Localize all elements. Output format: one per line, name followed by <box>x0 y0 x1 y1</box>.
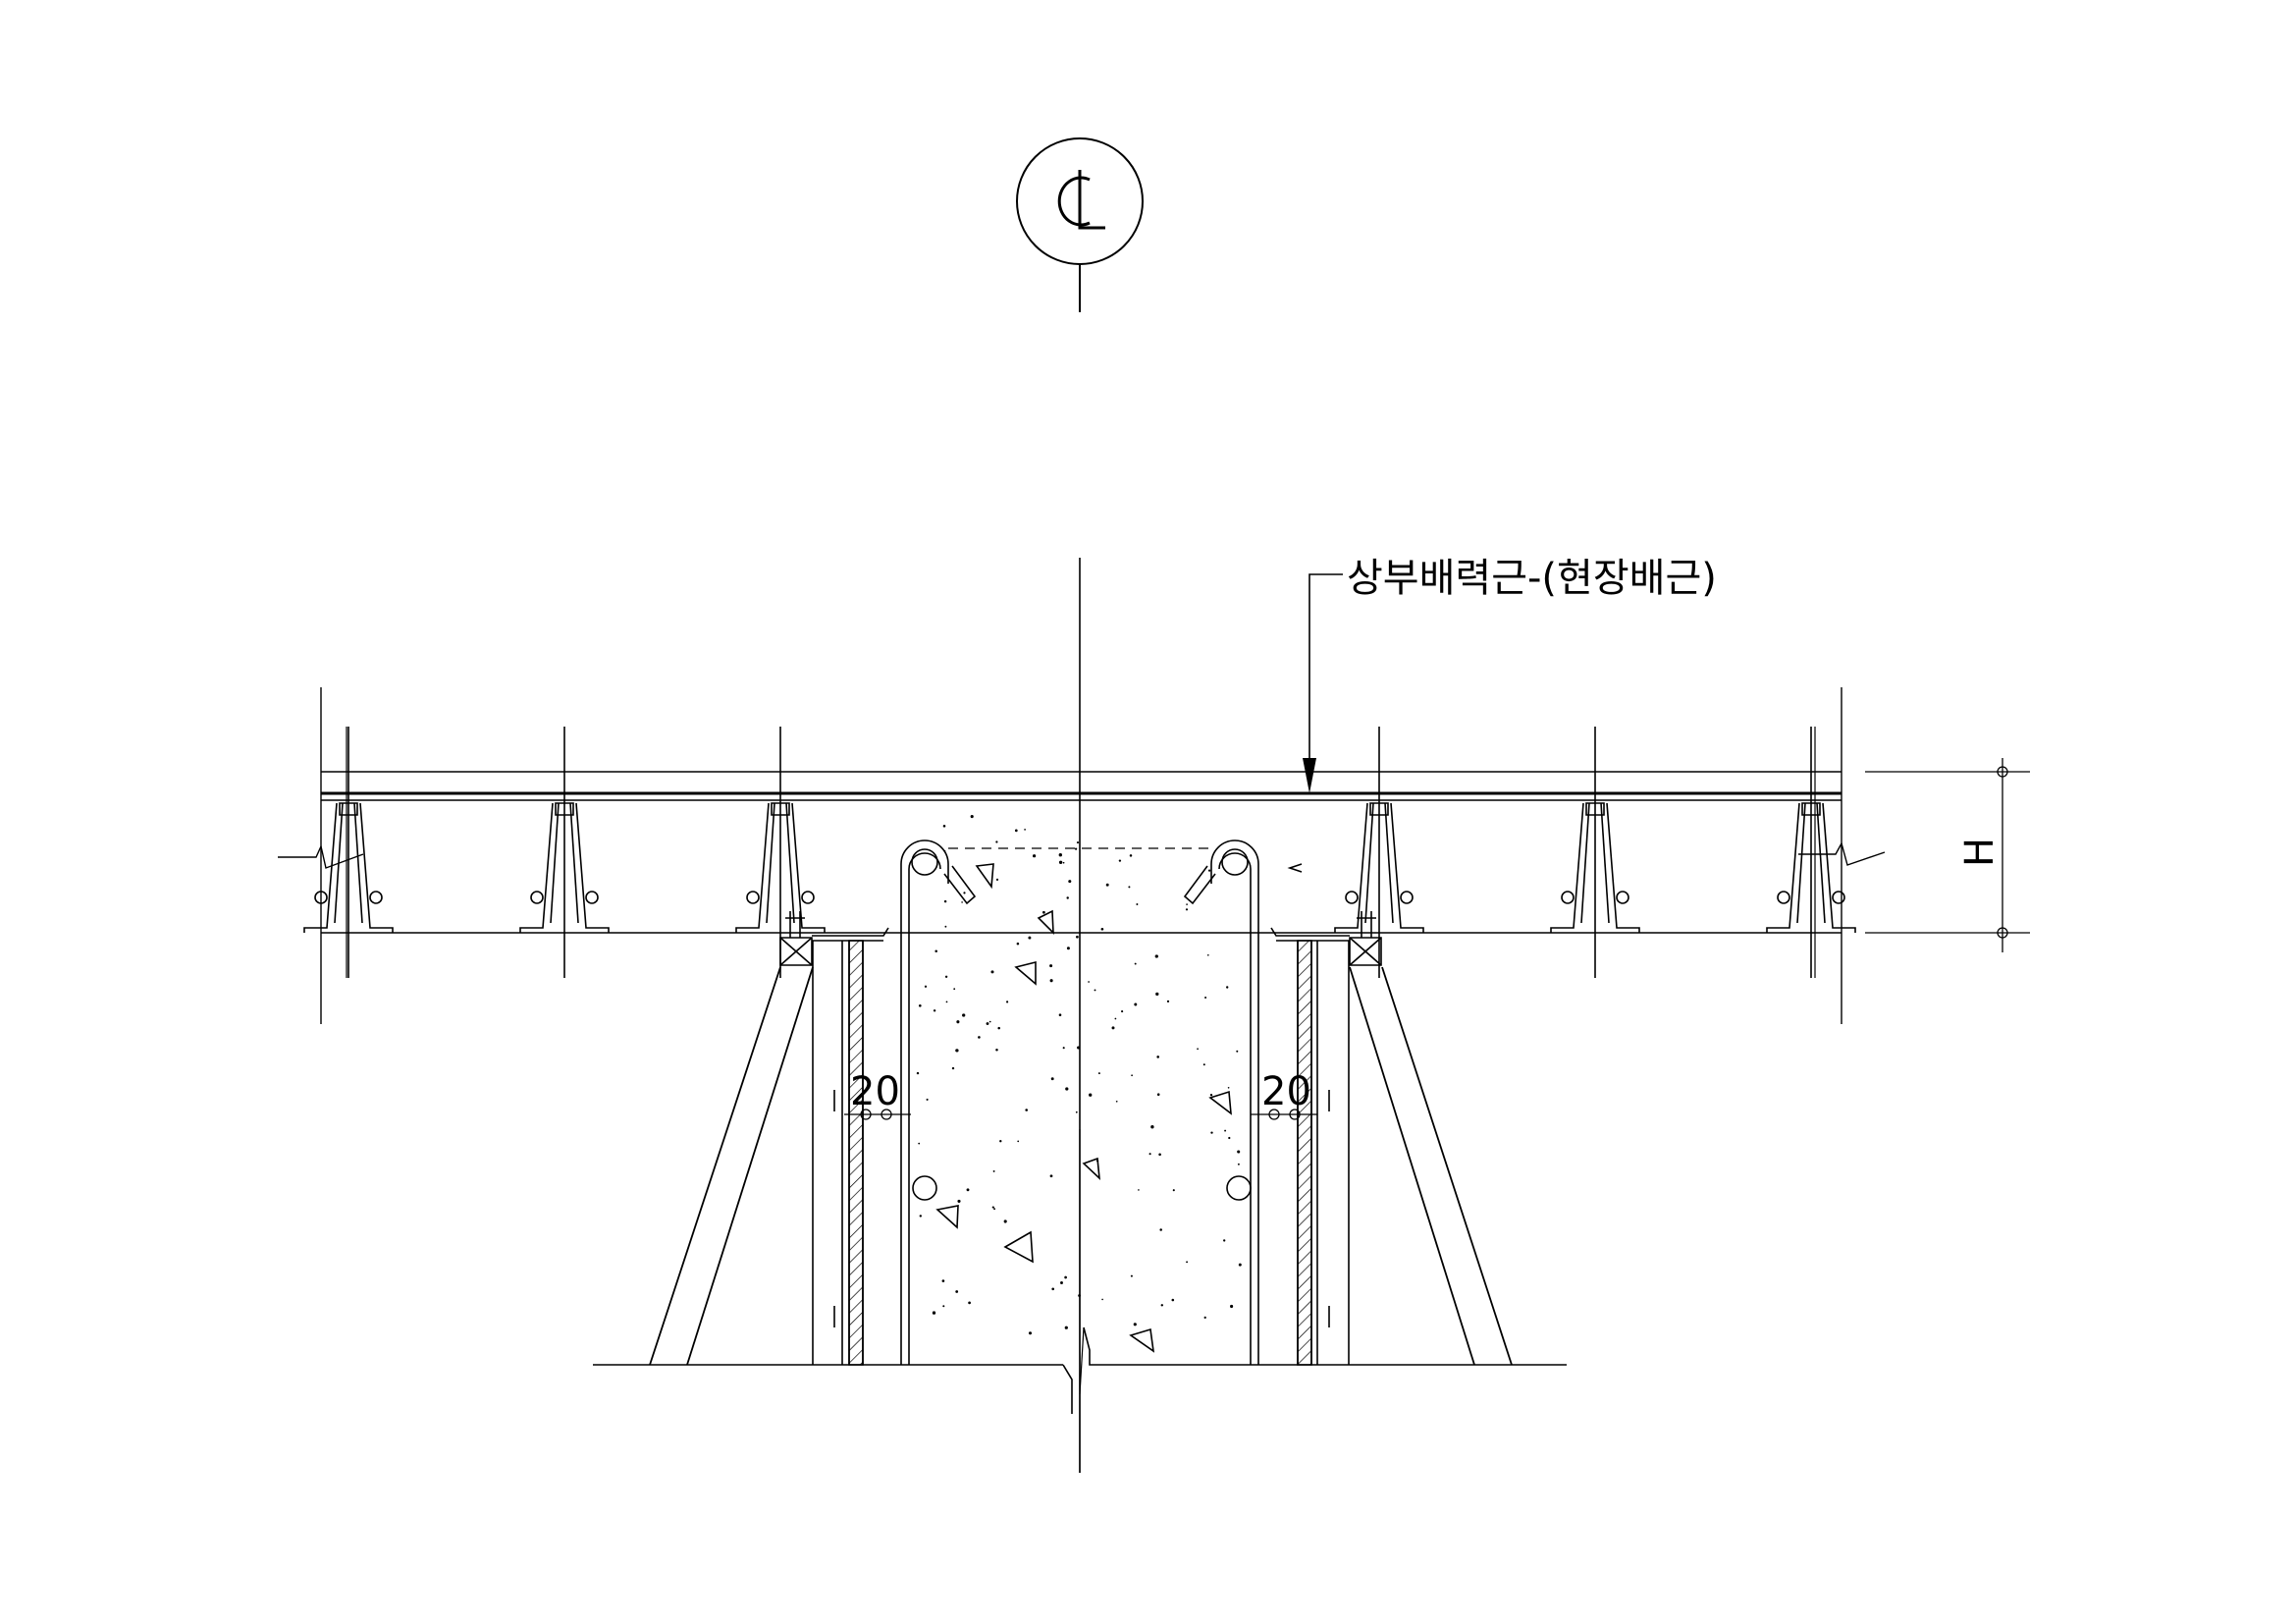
top-rebar-label: 상부배력근-(현장배근) <box>1347 556 1717 601</box>
height-dimension <box>1865 758 2030 952</box>
right-dimension-label: 20 <box>1261 1069 1311 1114</box>
deck-slab <box>278 687 1885 1024</box>
left-formwork <box>780 911 888 1365</box>
left-dimension-label: 20 <box>850 1069 900 1114</box>
concrete-wall <box>593 840 1567 1473</box>
shoring-supports <box>650 967 1512 1365</box>
centerline-symbol <box>1059 170 1105 228</box>
top-rebar-leader <box>1309 574 1343 766</box>
height-dimension-label: H <box>1957 838 2002 867</box>
centerline-marker <box>1017 138 1143 312</box>
top-rebar-arrow <box>1303 758 1316 793</box>
right-dimension <box>1251 1110 1317 1119</box>
concrete-aggregate <box>937 864 1302 1351</box>
left-dimension <box>844 1110 911 1119</box>
right-formwork <box>1271 911 1381 1365</box>
deck-ribs <box>304 727 1855 978</box>
concrete-stipple <box>916 815 1242 1335</box>
